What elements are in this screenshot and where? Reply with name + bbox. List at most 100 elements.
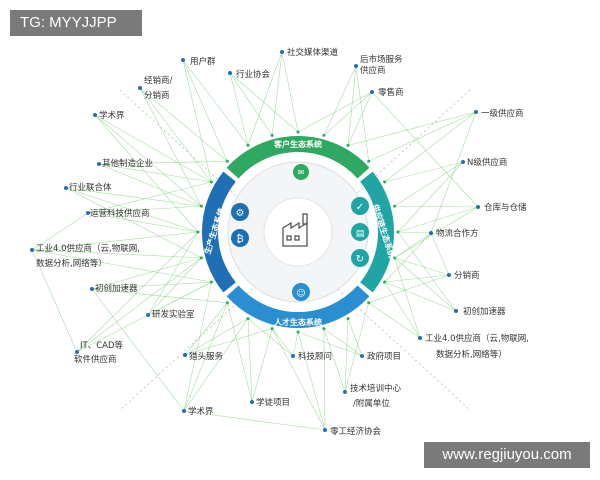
ring-dot: [367, 301, 371, 305]
node-label: IT、CAD等: [80, 340, 123, 351]
svg-text:₿: ₿: [236, 233, 243, 245]
bitcoin-gear-icon: ₿: [231, 229, 249, 247]
node-label: 行业协会: [236, 69, 271, 80]
node-dot: [354, 64, 358, 68]
node-dot: [280, 50, 284, 54]
node-dot: [228, 71, 232, 75]
node-label: 研发实验室: [152, 309, 195, 320]
network-line: [139, 87, 228, 162]
network-line: [271, 328, 294, 357]
network-line: [430, 232, 450, 276]
node-dot: [138, 86, 142, 90]
dotted-guides: [119, 89, 471, 411]
node-label: 数据分析,网络等）: [436, 349, 507, 360]
network-line: [297, 91, 373, 133]
network-line: [247, 51, 283, 146]
network-line: [397, 161, 464, 233]
wechat-icon: ✉: [293, 164, 309, 180]
network-line: [31, 212, 89, 251]
network-line: [87, 212, 199, 233]
network-line: [281, 51, 299, 133]
ring-dot: [296, 330, 300, 334]
node-dot: [30, 248, 34, 252]
node-labels-top: 用户群 社交媒体渠道 后市场服务 供应商 经销商/ 分销商 行业协会 零售商: [144, 47, 404, 101]
node-dot: [343, 390, 347, 394]
node-label: /附属单位: [353, 398, 390, 409]
ring-dot: [246, 143, 250, 147]
network-line: [394, 257, 457, 312]
node-labels-right: 一级供应商 N级供应商 仓库与仓储 物流合作方 分销商 初创加速器 工业4.0供…: [425, 108, 529, 360]
network-line: [347, 91, 373, 146]
ring-dot: [322, 327, 326, 331]
network-line: [91, 288, 185, 412]
ring-dot: [322, 133, 326, 137]
node-label: 运营科技供应商: [90, 208, 150, 219]
document-icon: ▤: [351, 223, 369, 241]
ring-dot: [270, 327, 274, 331]
ring-dot: [296, 130, 300, 134]
network-line: [368, 111, 477, 162]
network-line: [229, 72, 299, 133]
node-dot: [323, 428, 327, 432]
network-line: [347, 318, 363, 357]
network-line: [91, 257, 202, 290]
node-label: 分销商: [144, 90, 170, 101]
svg-text:✓: ✓: [356, 202, 364, 213]
network-line: [394, 205, 479, 208]
network-line: [323, 328, 326, 431]
network-line: [229, 72, 249, 146]
node-label: 软件供应商: [74, 354, 117, 365]
network-line: [394, 232, 432, 259]
node-label: 工业4.0供应商（云,物联网,: [425, 333, 529, 344]
network-line: [323, 91, 373, 136]
node-label: 技术培训中心: [350, 383, 402, 394]
segment-label-bottom: 人才生态系统: [274, 317, 322, 327]
svg-text:✉: ✉: [298, 168, 305, 177]
network-line: [297, 331, 326, 431]
network-line: [94, 114, 202, 207]
network-line: [98, 163, 212, 183]
network-line: [139, 87, 212, 183]
node-label: 供应商: [360, 65, 386, 76]
segment-label-top: 客户生态系统: [273, 139, 322, 149]
node-dot: [75, 350, 79, 354]
network-line: [65, 187, 202, 259]
node-label: 学术界: [99, 110, 125, 121]
network-line: [384, 111, 477, 183]
ring-dot: [383, 180, 387, 184]
node-dot: [64, 186, 68, 190]
watermark-bottom-right: www.regjiuyou.com: [424, 442, 590, 468]
network-line: [247, 318, 294, 357]
network-line: [371, 91, 479, 208]
network-line: [347, 65, 357, 146]
network-line: [323, 328, 346, 393]
node-label: 猎头服务: [189, 351, 224, 362]
network-line: [394, 257, 450, 276]
node-label: 物流合作方: [436, 228, 479, 239]
network-line: [184, 302, 228, 356]
ring-dot: [199, 204, 203, 208]
segment-bottom-arc: [226, 285, 370, 328]
node-label: 行业联合体: [69, 182, 112, 193]
segment-left-arc: [201, 171, 236, 293]
network-line: [251, 328, 273, 403]
node-label: 分销商: [454, 270, 480, 281]
node-label: 社交媒体渠道: [287, 47, 339, 58]
network-line: [65, 187, 202, 207]
network-line: [76, 281, 212, 353]
network-line: [183, 318, 249, 412]
node-labels-left: 学术界 其他制造企业 行业联合体 运营科技供应商 工业4.0供应商（云,物联网,…: [36, 110, 195, 365]
network-line: [183, 302, 228, 412]
network-line: [31, 249, 78, 353]
node-dot: [476, 205, 480, 209]
network-line: [271, 328, 326, 431]
node-dot: [474, 110, 478, 114]
people-icon: ☺: [292, 283, 310, 301]
ring-dot: [199, 256, 203, 260]
network-line: [147, 231, 199, 316]
node-label: 科技顾问: [298, 351, 332, 362]
network-line: [94, 114, 212, 183]
network-line: [368, 274, 450, 303]
node-dot: [461, 160, 465, 164]
node-dot: [429, 231, 433, 235]
